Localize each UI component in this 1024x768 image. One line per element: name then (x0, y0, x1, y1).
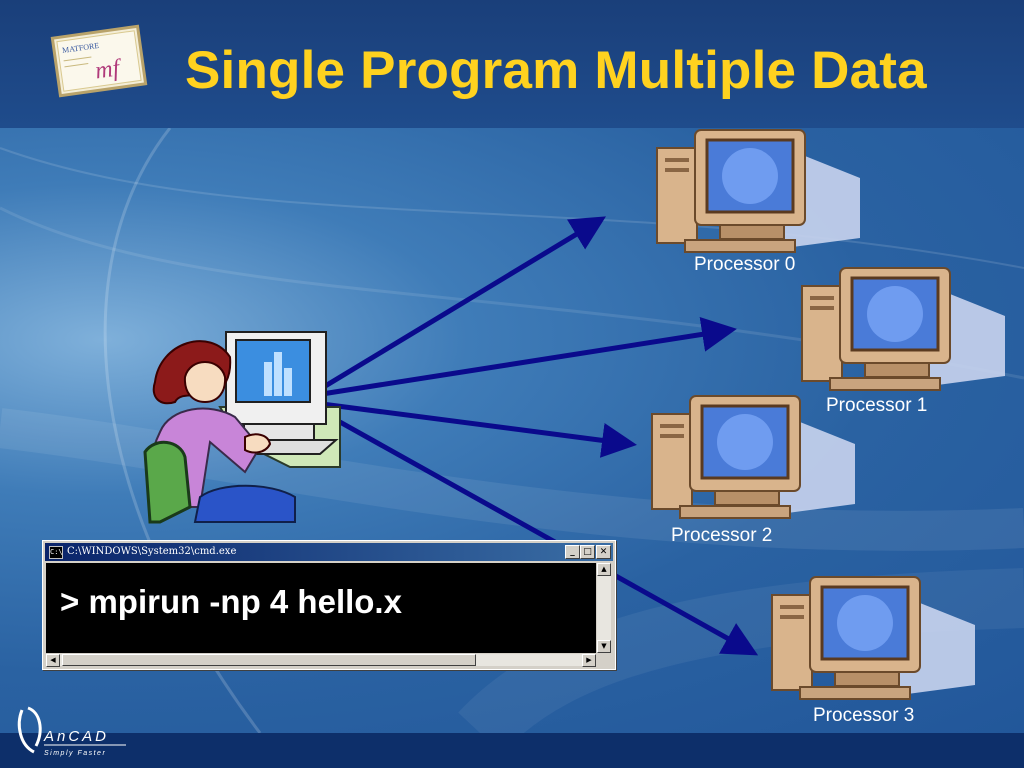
processor-3-label: Processor 3 (813, 705, 915, 726)
ancad-logo-icon: AnCAD Simply Faster (17, 706, 126, 757)
close-button[interactable]: ✕ (596, 545, 611, 559)
slide-title: Single Program Multiple Data (185, 41, 927, 100)
scroll-up-icon[interactable]: ▲ (597, 563, 611, 576)
processor-1-label: Processor 1 (826, 395, 928, 416)
scroll-right-icon[interactable]: ▶ (582, 654, 596, 667)
computer-icon (771, 576, 975, 700)
computer-icon (651, 395, 855, 519)
window-title: C:\WINDOWS\System32\cmd.exe (67, 546, 237, 557)
scroll-left-icon[interactable]: ◀ (46, 654, 60, 667)
user-at-computer-icon (143, 331, 341, 524)
slide-footer (0, 733, 1024, 768)
horizontal-scrollbar[interactable]: ◀ ▶ (46, 654, 596, 667)
cmd-app-icon: C:\ (49, 546, 63, 559)
matfor-logo-icon: MATFORE mf (50, 24, 148, 98)
slide-header (0, 0, 1024, 128)
command-prompt-window[interactable]: C:\ C:\WINDOWS\System32\cmd.exe _ □ ✕ > … (42, 540, 616, 670)
computer-icon (801, 267, 1005, 391)
svg-text:Simply Faster: Simply Faster (44, 750, 106, 757)
console-output[interactable]: > mpirun -np 4 hello.x (46, 563, 596, 653)
scroll-down-icon[interactable]: ▼ (597, 640, 611, 653)
maximize-button[interactable]: □ (580, 545, 595, 559)
vertical-scrollbar[interactable]: ▲ ▼ (597, 563, 611, 653)
minimize-button[interactable]: _ (565, 545, 580, 559)
window-titlebar[interactable]: C:\ C:\WINDOWS\System32\cmd.exe _ □ ✕ (45, 543, 613, 561)
processor-2-label: Processor 2 (671, 525, 773, 546)
svg-text:AnCAD: AnCAD (43, 728, 109, 745)
horizontal-scroll-thumb[interactable] (62, 654, 476, 666)
processor-0-label: Processor 0 (694, 254, 796, 275)
console-command: > mpirun -np 4 hello.x (60, 583, 402, 620)
computer-icon (656, 129, 860, 253)
